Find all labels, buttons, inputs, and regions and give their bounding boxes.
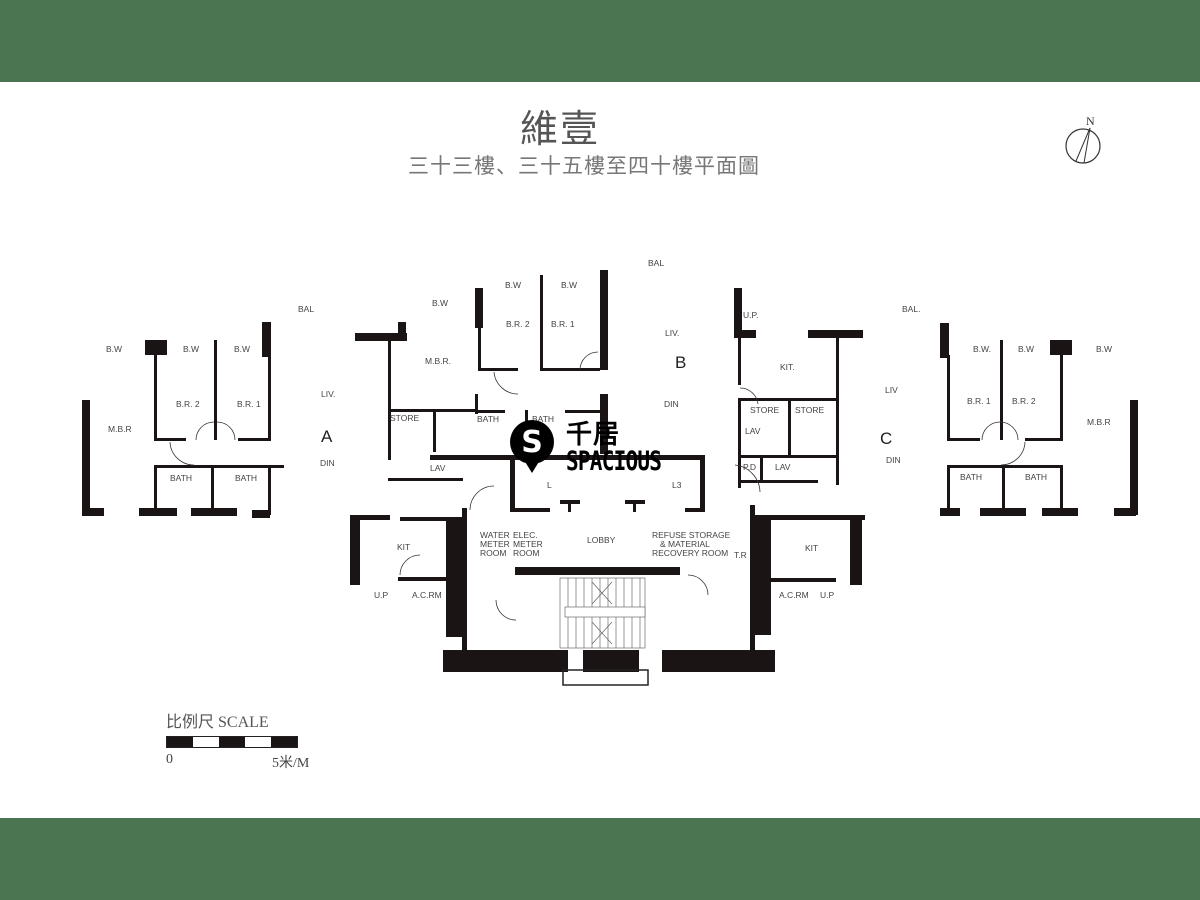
- elec-meter-room-label-3: ROOM: [513, 548, 539, 558]
- room-label-c-store1: STORE: [750, 405, 779, 415]
- water-meter-room-label-2: METER: [480, 539, 510, 549]
- room-label-c-store2: STORE: [795, 405, 824, 415]
- room-label-c-din: DIN: [886, 455, 901, 465]
- bottom-green-band: [0, 818, 1200, 900]
- room-label-c-br1: B.R. 1: [967, 396, 991, 406]
- north-label: N: [1086, 114, 1095, 128]
- room-label-b-br1: B.R. 1: [551, 319, 575, 329]
- room-label-c-pd: P.D: [743, 462, 756, 472]
- room-label-c-up2: U.P: [820, 590, 835, 600]
- scale-bar-graphic: [166, 736, 298, 748]
- room-label-c-bath1: BATH: [960, 472, 982, 482]
- room-label-b-din: DIN: [664, 399, 679, 409]
- room-label-a-bal: BAL: [298, 304, 314, 314]
- scale-end-label: 5米/M: [272, 756, 310, 771]
- elec-meter-room-label-1: ELEC.: [513, 530, 538, 540]
- room-label-c-bath2: BATH: [1025, 472, 1047, 482]
- room-label-b-bw1: B.W: [432, 298, 448, 308]
- room-label-a-mbr: M.B.R: [108, 424, 132, 434]
- room-label-c-mbr: M.B.R: [1087, 417, 1111, 427]
- unit-label-a: A: [321, 427, 333, 446]
- elec-meter-room-label-2: METER: [513, 539, 543, 549]
- spacious-watermark-logo: S 千居 SPACIOUS: [508, 418, 698, 488]
- room-label-b-br2: B.R. 2: [506, 319, 530, 329]
- refuse-room-label-2: & MATERIAL: [660, 539, 710, 549]
- watermark-english-text: SPACIOUS: [566, 446, 662, 477]
- unit-label-b: B: [675, 353, 686, 372]
- room-label-c-bw3: B.W: [1096, 344, 1112, 354]
- building-title-text: 維壹: [519, 107, 600, 151]
- room-label-b-bw3: B.W: [561, 280, 577, 290]
- walls: [82, 270, 1138, 672]
- scale-bar: 比例尺 SCALE 0 5米/M: [166, 708, 326, 771]
- lobby-label: LOBBY: [587, 535, 616, 545]
- staircase: [559, 577, 649, 686]
- room-label-a-br1: B.R. 1: [237, 399, 261, 409]
- room-label-a-bw2: B.W: [183, 344, 199, 354]
- room-label-c-kit: KIT.: [780, 362, 795, 372]
- room-label-c-br2: B.R. 2: [1012, 396, 1036, 406]
- top-green-band: [0, 0, 1200, 82]
- room-label-b-store: STORE: [390, 413, 419, 423]
- room-label-b-bw2: B.W: [505, 280, 521, 290]
- building-title: 維壹: [0, 98, 1200, 153]
- room-label-a-acrm: A.C.RM: [412, 590, 442, 600]
- room-label-a-bw3: B.W: [234, 344, 250, 354]
- room-label-a-bath2: BATH: [235, 473, 257, 483]
- room-label-c-bal: BAL.: [902, 304, 920, 314]
- water-meter-room-label-3: ROOM: [480, 548, 506, 558]
- room-label-c-lav2: LAV: [775, 462, 791, 472]
- lift-label-left: L: [547, 480, 552, 490]
- room-label-b-bal: BAL: [648, 258, 664, 268]
- room-label-b-lav: LAV: [430, 463, 446, 473]
- lift-label-right: L3: [672, 480, 682, 490]
- scale-start-label: 0: [166, 752, 173, 767]
- room-label-a-bath1: BATH: [170, 473, 192, 483]
- room-label-c-bw2: B.W: [1018, 344, 1034, 354]
- svg-text:S: S: [521, 425, 543, 460]
- water-meter-room-label-1: WATER: [480, 530, 510, 540]
- room-label-c-lav1: LAV: [745, 426, 761, 436]
- refuse-room-label-3: RECOVERY ROOM: [652, 548, 728, 558]
- floor-plan-subtitle: 三十三樓、三十五樓至四十樓平面圖: [0, 150, 1200, 180]
- floor-plan-subtitle-text: 三十三樓、三十五樓至四十樓平面圖: [408, 154, 760, 178]
- room-label-b-bath1: BATH: [477, 414, 499, 424]
- unit-label-c: C: [880, 429, 892, 448]
- room-label-c-up: U.P.: [743, 310, 758, 320]
- scale-caption: 比例尺 SCALE: [166, 714, 269, 731]
- north-arrow-icon: N: [1062, 114, 1106, 166]
- door-swings: [169, 351, 1026, 621]
- room-label-a-up: U.P: [374, 590, 389, 600]
- room-label-c-bw1: B.W.: [973, 344, 991, 354]
- room-label-b-bath2: BATH: [532, 414, 554, 424]
- room-label-c-kit2: KIT: [805, 543, 818, 553]
- room-label-b-mbr: M.B.R.: [425, 356, 451, 366]
- refuse-room-label-1: REFUSE STORAGE: [652, 530, 731, 540]
- room-label-a-kit: KIT: [397, 542, 410, 552]
- room-label-c-acrm: A.C.RM: [779, 590, 809, 600]
- room-label-a-br2: B.R. 2: [176, 399, 200, 409]
- watermark-chinese-text: 千居: [566, 420, 621, 450]
- room-label-b-liv: LIV.: [665, 328, 679, 338]
- room-label-a-bw1: B.W: [106, 344, 122, 354]
- room-label-c-liv: LIV: [885, 385, 898, 395]
- tr-room-label: T.R: [734, 550, 747, 560]
- room-label-a-liv: LIV.: [321, 389, 335, 399]
- spacious-s-badge-icon: S: [510, 420, 554, 473]
- room-label-a-din: DIN: [320, 458, 335, 468]
